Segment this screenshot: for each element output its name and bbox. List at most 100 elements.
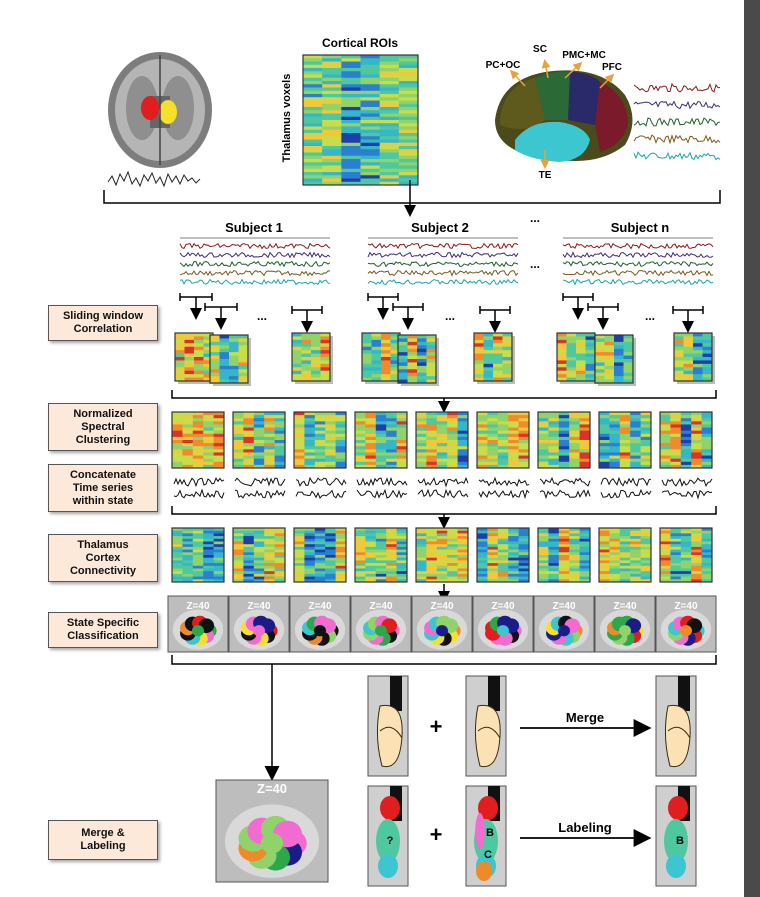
state-series-2 [234,477,286,500]
state-series-line [173,477,225,488]
slice-z-label: Z=40 [674,601,698,612]
slice-z-label: Z=40 [308,601,332,612]
slice-z-label: Z=40 [247,601,271,612]
subject-series-line [562,251,714,259]
thalamus-red-region [141,96,159,120]
cluster-matrix-1 [171,411,225,469]
subject-series-line [367,261,519,268]
label-b-output: B [676,835,684,847]
classification-slice-5: Z=40 [411,595,473,653]
state-series-line [356,476,408,487]
slice-z-label: Z=40 [186,601,210,612]
connectivity-matrix-4 [354,527,408,583]
subject-ellipsis-mid: ... [530,257,540,271]
state-series-8 [600,476,652,499]
connectivity-matrix-1 [171,527,225,583]
classification-slice-9: Z=40 [655,595,717,653]
plus-sign-labeling: + [430,822,443,847]
window-bracket [479,306,511,333]
label-b: B [486,827,494,839]
merge-input-1 [367,675,409,777]
slice-z-label: Z=40 [369,601,393,612]
cluster-matrix-2 [232,411,286,469]
classification-slice-3: Z=40 [289,595,351,653]
step-concatenate-time-series: Concatenate Time series within state [48,464,158,512]
window-bracket [587,303,619,330]
subject-2-label: Subject 2 [411,220,469,235]
pipeline-diagram: Cortical ROIs Thalamus voxels PC+OCSCPMC… [103,36,721,887]
cluster-matrix-6 [476,411,530,469]
window-matrix [174,332,214,382]
merged-labeled-slice: Z=40 [215,779,329,883]
window-bracket [179,293,213,320]
cluster-matrix-3 [293,411,347,469]
window-matrix [594,334,634,384]
slice-z-label: Z=40 [491,601,515,612]
window-matrix [209,334,249,384]
cluster-matrix-5 [415,411,469,469]
label-output: B [655,785,697,887]
plus-sign-merge: + [430,714,443,739]
cortical-rois-title: Cortical ROIs [322,36,398,50]
cortical-series-4 [633,133,721,145]
state-series-line [661,489,713,500]
slice-z-label: Z=40 [613,601,637,612]
window-bracket [672,306,704,333]
window-matrix [291,332,331,382]
step-state-specific-classification: State Specific Classification [48,612,158,648]
state-series-line [600,476,652,487]
subject-series-line [562,278,714,286]
subject-series-line [179,278,331,286]
subject-n-label: Subject n [611,220,670,235]
state-series-line [234,477,286,487]
subject-1-series [179,237,331,286]
connectivity-matrix-7 [537,527,591,583]
subject-series-line [179,269,331,277]
region-label-pfc: PFC [602,62,622,73]
roi-matrix-cells [302,54,419,186]
connectivity-matrix-9 [659,527,713,583]
slice-z-label: Z=40 [257,781,287,796]
merge-label: Merge [566,710,604,725]
subject-series-line [179,251,331,259]
state-specific-classification-slices: Z=40 Z=40 Z=40 Z=40 Z=40 Z=40 Z=40 Z=40 Z=40 [167,595,717,653]
state-series-line [417,488,469,499]
connectivity-matrix-5 [415,527,469,583]
cortical-series-5 [633,151,721,161]
window-matrix [361,332,401,382]
label-c: C [484,849,492,861]
step-merge-labeling: Merge & Labeling [48,820,158,860]
label-input-1: ? [367,785,409,887]
window-bracket [367,293,399,320]
state-series-line [356,488,408,499]
subject-ellipsis-top: ... [530,211,540,225]
thalamus-yellow-region [159,100,177,124]
classification-slice-7: Z=40 [533,595,595,653]
window-ellipsis: ... [445,309,455,323]
step-thalamus-cortex-connectivity: Thalamus Cortex Connectivity [48,534,158,582]
subject-1-label: Subject 1 [225,220,283,235]
state-series-9 [661,477,713,500]
subject-series-line [367,242,519,250]
sliding-window-brackets: ......... [179,293,704,333]
window-bracket [392,303,424,330]
state-series-line [295,476,347,488]
state-timeseries [173,476,713,500]
window-ellipsis: ... [257,309,267,323]
region-label-pmcmc: PMC+MC [562,50,606,61]
classification-slice-2: Z=40 [228,595,290,653]
label-question: ? [387,835,394,847]
cluster-matrix-8 [598,411,652,469]
slice-z-label: Z=40 [552,601,576,612]
window-matrix [673,332,713,382]
subject-series-line [562,269,714,277]
cluster-matrix-9 [659,411,713,469]
slice-z-label: Z=40 [430,601,454,612]
cortical-series-2 [633,100,721,110]
axial-brain-image [108,52,212,168]
window-matrix [473,332,513,382]
subject-series-line [367,251,519,259]
subject-2-series [367,237,519,286]
